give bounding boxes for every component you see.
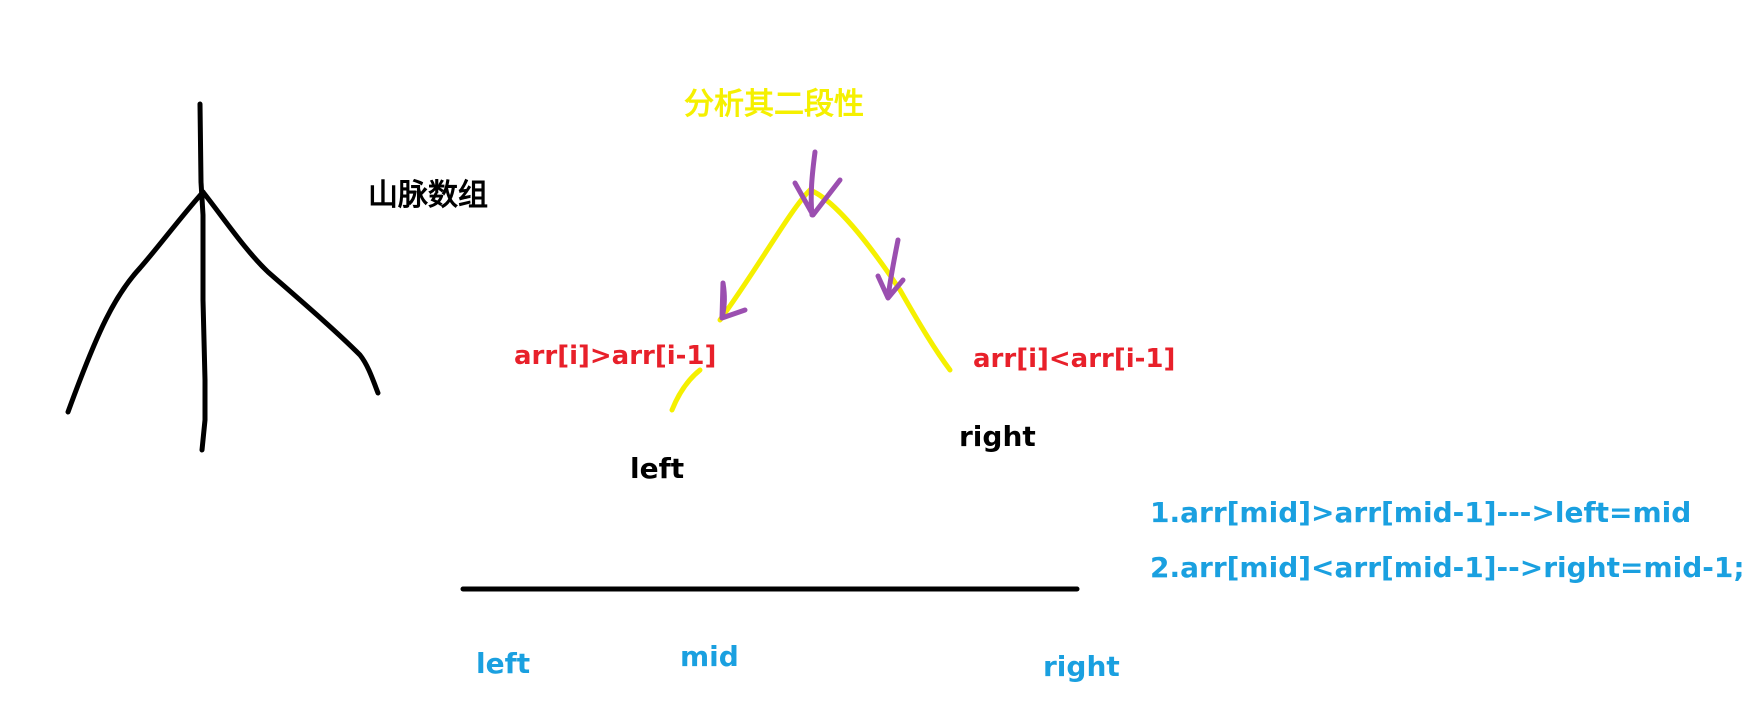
curve-label-right: right — [959, 420, 1036, 453]
axis-label-left: left — [476, 647, 531, 680]
rule-2: 2.arr[mid]<arr[mid-1]-->right=mid-1; — [1150, 551, 1745, 584]
mountain-left-slope — [65, 189, 206, 415]
page-title: 山脉数组 — [368, 178, 488, 213]
condition-ascending: arr[i]>arr[i-1] — [514, 341, 717, 371]
mountain-right-slope — [200, 189, 381, 396]
condition-descending: arr[i]<arr[i-1] — [973, 344, 1176, 374]
heading-analysis: 分析其二段性 — [684, 87, 864, 122]
mountain-sketch — [65, 101, 381, 453]
curve-label-left: left — [630, 452, 685, 485]
peak-arrows — [719, 149, 906, 321]
axis-label-mid: mid — [680, 640, 739, 673]
rule-1: 1.arr[mid]>arr[mid-1]--->left=mid — [1150, 496, 1692, 529]
mountain-trunk — [197, 101, 208, 453]
peak-curve — [669, 187, 953, 413]
peak-curve-left-stub — [669, 367, 703, 413]
axis-label-right: right — [1043, 650, 1120, 683]
arrow-peak-down-icon — [792, 149, 843, 218]
peak-curve-main — [717, 187, 953, 373]
arrow-right-down-icon — [875, 237, 906, 301]
arrow-left-down-icon — [719, 280, 748, 321]
